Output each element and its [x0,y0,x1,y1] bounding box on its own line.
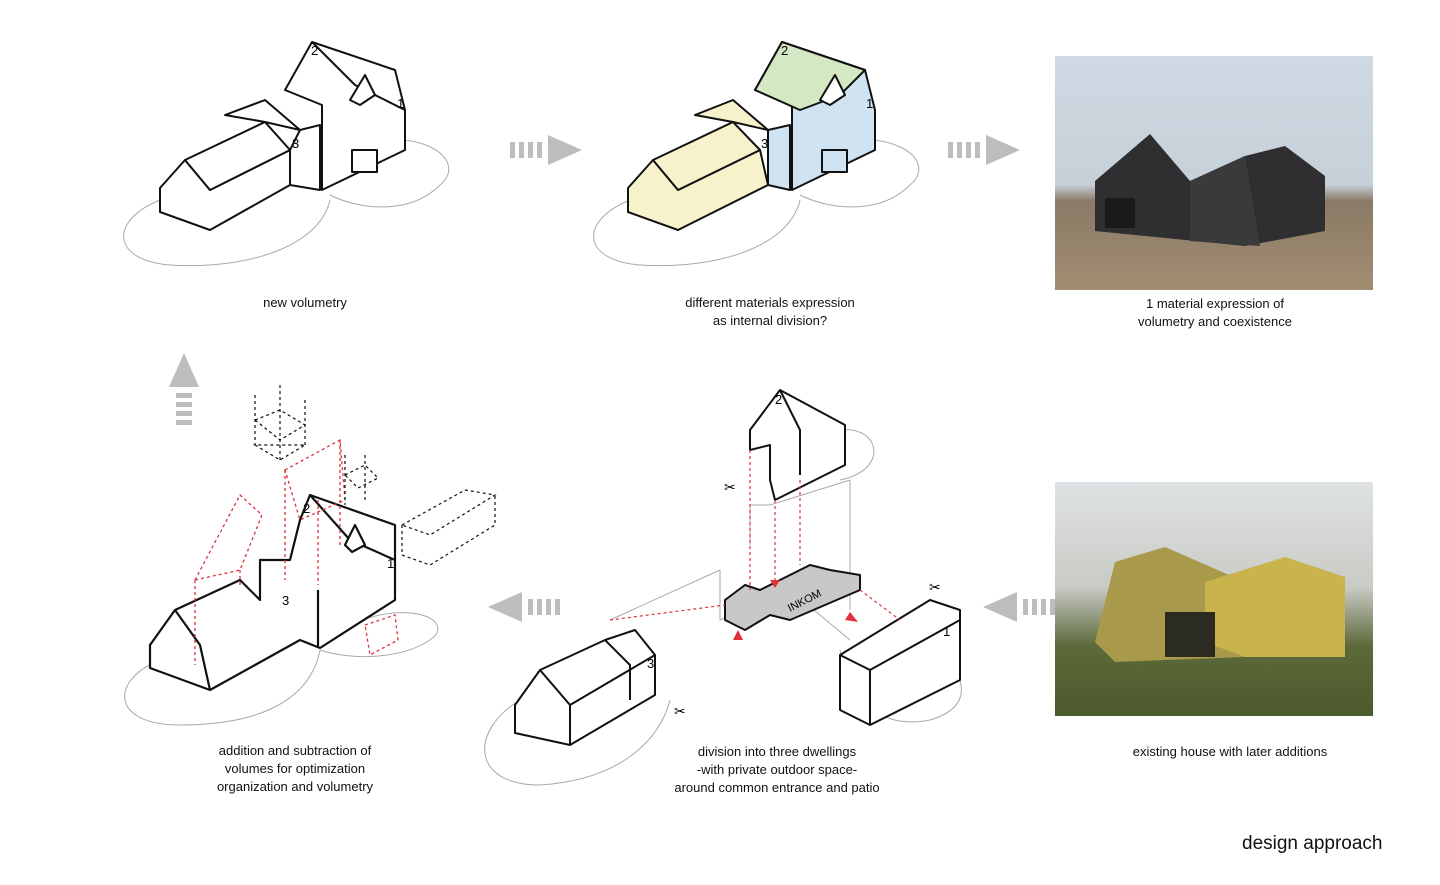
volume-label-1: 1 [866,96,873,111]
volume-label-3: 3 [647,656,654,671]
caption-new-volumetry: new volumetry [263,295,347,310]
volume-label-1: 1 [943,624,950,639]
house-new-volumetry [123,41,450,267]
flow-arrow-right-icon [510,135,582,165]
volume-label-1: 1 [397,96,404,111]
house-division [484,389,962,786]
volume-label-2: 2 [775,392,782,407]
flow-arrow-left-icon [488,592,560,622]
volume-label-2: 2 [311,43,318,58]
photo-new-house [1055,56,1373,290]
photo-existing-house [1055,482,1373,716]
house-addition-subtraction [124,493,439,726]
caption-existing-house: existing house with later additions [1132,744,1328,759]
volume-label-1: 1 [387,556,394,571]
division-lines [609,450,901,621]
flow-arrow-left-icon [983,592,1055,622]
flow-arrow-right-icon [948,135,1020,165]
volume-label-2: 2 [781,43,788,58]
house-materials [593,41,920,267]
removed-volumes-black [252,385,497,566]
volume-label-3: 3 [761,136,768,151]
caption-division: division into three dwellings-with priva… [674,744,880,795]
scissors-icon: ✂ [674,703,686,719]
volume-label-3: 3 [292,136,299,151]
page-title: design approach [1242,833,1383,854]
scissors-icon: ✂ [929,579,941,595]
volume-label-3: 3 [282,593,289,608]
scissors-icon: ✂ [724,479,736,495]
volume-label-2: 2 [303,501,310,516]
entrance-arrows [733,580,858,640]
flow-arrow-up-icon [169,353,199,425]
